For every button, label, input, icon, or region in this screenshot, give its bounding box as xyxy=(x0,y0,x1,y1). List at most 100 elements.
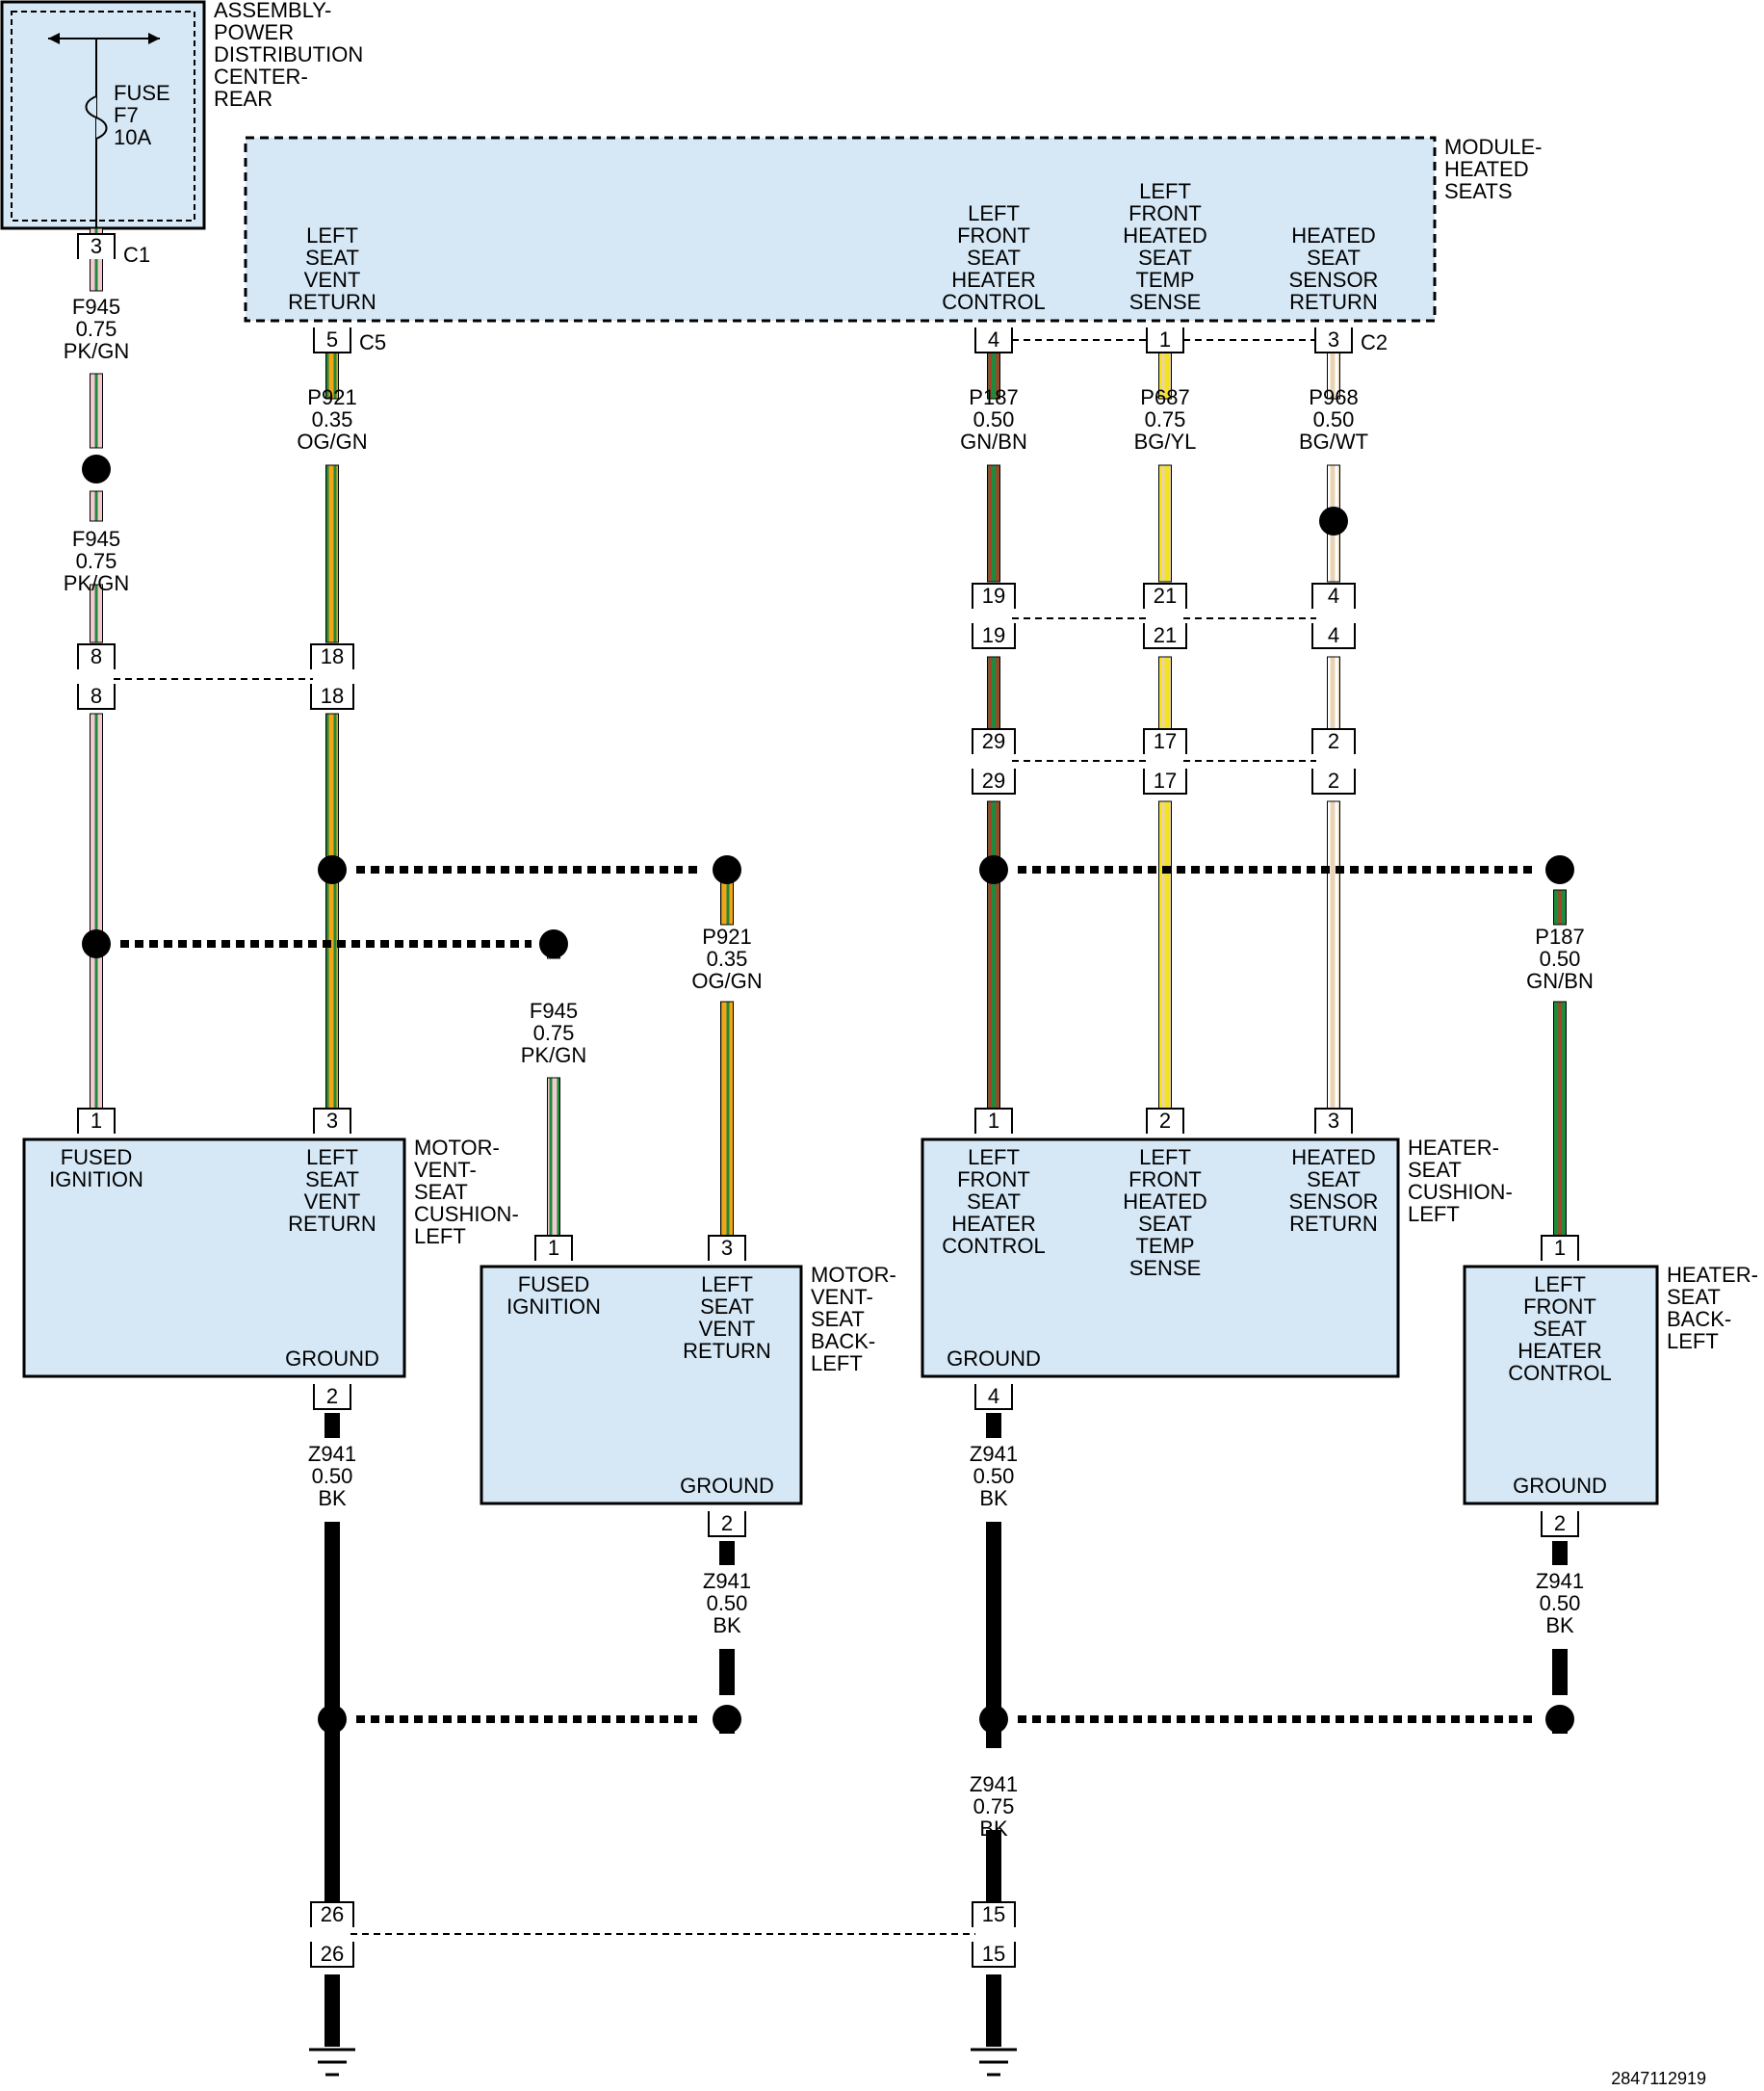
fuse-rating: 10A xyxy=(114,125,151,149)
splice-dot xyxy=(318,1705,347,1734)
fuse-rating: FUSE xyxy=(114,81,170,105)
wire-code: BK xyxy=(979,1486,1008,1510)
connector-pin: 3 xyxy=(1314,327,1353,353)
connector-pin: 17 xyxy=(1143,728,1187,754)
component-pin-label: LEFT xyxy=(306,1145,358,1169)
pin-number: 1 xyxy=(1554,1236,1566,1260)
wire-code: 0.50 xyxy=(973,1464,1015,1488)
component-name: SEAT xyxy=(1667,1285,1721,1309)
connector-pin: 3 xyxy=(708,1235,746,1261)
wire-code: P921 xyxy=(702,925,751,949)
component-pin-label: GROUND xyxy=(285,1346,379,1371)
connector-pin: 2 xyxy=(708,1511,746,1537)
connector-pin: 3 xyxy=(313,1108,351,1134)
component-pin-label: GROUND xyxy=(1513,1474,1607,1498)
component-pin-label: SEAT xyxy=(1533,1317,1587,1341)
module-pin-label: LEFT xyxy=(306,223,358,248)
wire-p187 xyxy=(987,800,1000,1110)
module-pin-label: HEATED xyxy=(1291,223,1376,248)
module-name: MODULE- xyxy=(1444,135,1542,159)
wire-z941 xyxy=(1552,1541,1568,1565)
component-name: BACK- xyxy=(811,1329,875,1353)
module-pin-label: LEFT xyxy=(968,201,1020,225)
pin-number: 4 xyxy=(1328,623,1339,647)
vent-seat-back-box xyxy=(480,1265,803,1505)
splice-dot xyxy=(979,1705,1008,1734)
component-name: HEATER- xyxy=(1408,1136,1499,1160)
wire-code: 0.75 xyxy=(973,1794,1015,1818)
module-pin-label: CONTROL xyxy=(942,290,1046,314)
vent-seat-cushion-box xyxy=(22,1137,406,1378)
splice-dot xyxy=(1545,855,1574,884)
connector-pin: 2 xyxy=(1311,728,1356,754)
component-name: BACK- xyxy=(1667,1307,1731,1331)
wire-code: 0.50 xyxy=(973,407,1015,431)
wire-f945 xyxy=(90,584,103,643)
component-pin-label: SEAT xyxy=(1138,1212,1192,1236)
wire-code: 0.75 xyxy=(533,1021,575,1045)
component-pin-label: SEAT xyxy=(700,1294,754,1319)
wire-p187 xyxy=(987,464,1000,583)
component-pin-label: HEATED xyxy=(1291,1145,1376,1169)
heater-seat-back-box xyxy=(1463,1265,1659,1505)
wires xyxy=(90,227,1568,2047)
splice-dot xyxy=(979,855,1008,884)
connector-pin: 26 xyxy=(310,1942,354,1968)
component-pin-label: LEFT xyxy=(968,1145,1020,1169)
wire-code: 0.50 xyxy=(707,1591,748,1615)
wire-code: Z941 xyxy=(1536,1569,1584,1593)
wire-z941 xyxy=(986,1974,1001,2047)
connector-pin: 8 xyxy=(77,643,116,669)
component-pin-label: SEAT xyxy=(305,1167,359,1191)
pin-number: 2 xyxy=(721,1511,733,1535)
wire-z941 xyxy=(986,1830,1001,1902)
connector-pin: 1 xyxy=(1541,1235,1579,1261)
connector-pin: 1 xyxy=(1146,327,1184,353)
module-pin-label: SEAT xyxy=(967,246,1021,270)
wire-z941 xyxy=(719,1649,735,1695)
pin-number: 17 xyxy=(1154,769,1177,793)
wire-p187 xyxy=(987,656,1000,730)
component-pin-label: SENSOR xyxy=(1289,1189,1379,1214)
component-name: LEFT xyxy=(1408,1202,1460,1226)
component-pin-label: LEFT xyxy=(1534,1272,1586,1296)
component-pin-label: IGNITION xyxy=(49,1167,143,1191)
pin-number: 26 xyxy=(321,1902,344,1926)
pin-number: 21 xyxy=(1154,584,1177,608)
component-name: LEFT xyxy=(811,1351,863,1375)
component-name: VENT- xyxy=(414,1158,477,1182)
module-pin-label: FRONT xyxy=(1128,201,1202,225)
component-pin-label: HEATER xyxy=(1518,1339,1602,1363)
pin-number: 3 xyxy=(91,234,102,258)
pin-number: 29 xyxy=(982,729,1005,753)
pin-number: 8 xyxy=(91,644,102,668)
component-pin-label: IGNITION xyxy=(506,1294,601,1319)
wire-code: Z941 xyxy=(970,1442,1018,1466)
connector-pin: 4 xyxy=(1311,623,1356,649)
pin-number: 26 xyxy=(321,1942,344,1966)
connector-pin: 15 xyxy=(972,1942,1016,1968)
component-pin-label: SEAT xyxy=(1307,1167,1361,1191)
connector-pin: 3 xyxy=(77,233,116,259)
module-pin-label: SEAT xyxy=(1138,246,1192,270)
wire-p921 xyxy=(325,464,339,643)
connector-id: C1 xyxy=(123,243,150,267)
component-name: LEFT xyxy=(414,1224,466,1248)
wire-code: P968 xyxy=(1309,385,1358,409)
component-name: HEATER- xyxy=(1667,1263,1758,1287)
wire-code: F945 xyxy=(72,527,120,551)
wire-z941 xyxy=(324,1413,340,1438)
fuse-box-name: POWER xyxy=(214,20,294,44)
wire-code: 0.35 xyxy=(707,947,748,971)
fuse-icon xyxy=(85,95,108,140)
splice-dot xyxy=(713,1705,741,1734)
connector-pin: 19 xyxy=(972,623,1016,649)
wire-p187-branch xyxy=(1553,889,1567,926)
connector-pin: 4 xyxy=(974,327,1013,353)
module-name: HEATED xyxy=(1444,157,1529,181)
component-pin-label: SEAT xyxy=(967,1189,1021,1214)
connector-id: C5 xyxy=(359,330,386,354)
connector-pin: 1 xyxy=(534,1235,573,1261)
wire-z941 xyxy=(324,1974,340,2047)
component-pin-label: FUSED xyxy=(61,1145,133,1169)
